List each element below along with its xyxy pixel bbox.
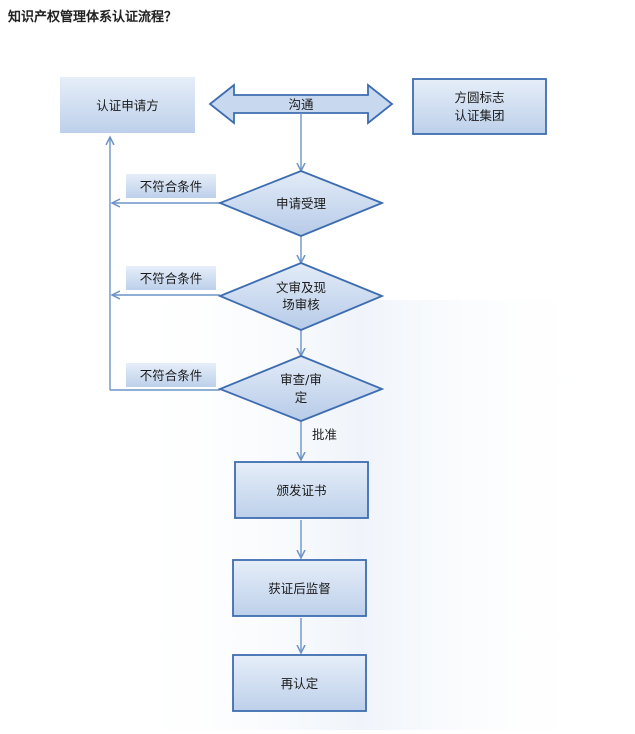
svg-text:不符合条件: 不符合条件 <box>140 179 203 194</box>
page-title: 知识产权管理体系认证流程？ <box>8 10 178 25</box>
communication-label: 沟通 <box>288 97 314 112</box>
decision-accept: 申请受理 <box>217 170 385 237</box>
decision-approve: 审查/审 定 <box>217 355 385 422</box>
reject-connectors <box>110 137 220 391</box>
applicant-label: 认证申请方 <box>96 98 159 113</box>
reject-label-3: 不符合条件 <box>126 363 216 387</box>
decision-review: 文审及现 场审核 <box>217 262 385 331</box>
reject-label-1: 不符合条件 <box>126 174 216 198</box>
recertify-box: 再认定 <box>232 654 367 712</box>
supervise-label: 获证后监督 <box>268 581 331 596</box>
communication-arrow: 沟通 <box>208 83 394 125</box>
recertify-label: 再认定 <box>281 676 319 691</box>
certifier-label-line1: 方圆标志 <box>454 90 504 105</box>
reject-label-2: 不符合条件 <box>126 266 216 290</box>
svg-text:不符合条件: 不符合条件 <box>140 368 203 383</box>
issue-certificate-box: 颁发证书 <box>234 461 369 519</box>
review-label-line1: 文审及现 <box>276 280 326 295</box>
certifier-box: 方圆标志 认证集团 <box>412 78 547 135</box>
accept-label: 申请受理 <box>276 196 327 211</box>
applicant-box: 认证申请方 <box>60 77 195 133</box>
review-label-line2: 场审核 <box>282 297 320 312</box>
approve-label-line2: 定 <box>295 390 308 405</box>
approve-label-line1: 审查/审 <box>280 372 322 387</box>
issue-label: 颁发证书 <box>276 483 326 498</box>
certifier-label-line2: 认证集团 <box>454 108 504 123</box>
approved-label: 批准 <box>312 427 337 442</box>
svg-text:不符合条件: 不符合条件 <box>140 271 203 286</box>
supervision-box: 获证后监督 <box>232 559 367 617</box>
